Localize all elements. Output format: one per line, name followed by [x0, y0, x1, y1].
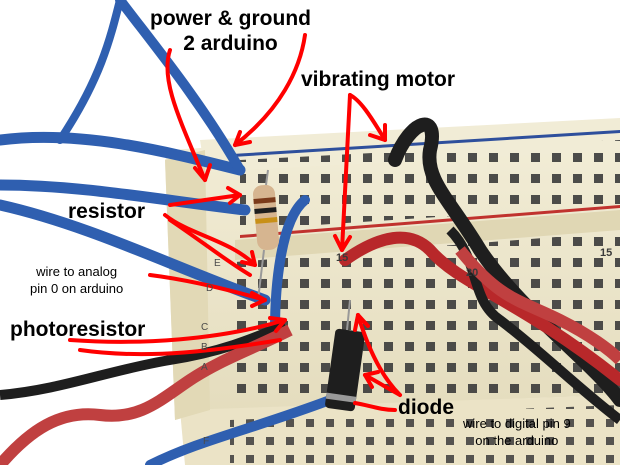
resistor — [253, 169, 280, 301]
annotation-arrows — [68, 33, 402, 412]
power-ground-line1: power & ground — [150, 7, 311, 30]
row-label-c: C — [201, 322, 209, 333]
column-label-15-left: 15 — [336, 252, 349, 264]
row-label-b: B — [201, 342, 208, 353]
vibrating-motor-label: vibrating motor — [301, 68, 456, 91]
digital-wire-line2: on the arduino — [475, 433, 559, 448]
analog-wire-label: wire to analog pin 0 on arduino — [30, 263, 123, 297]
row-label-d: D — [206, 283, 214, 294]
digital-wire-label: wire to digital pin 9 on the arduino — [463, 415, 571, 449]
photoresistor-label: photoresistor — [10, 318, 146, 341]
row-label-f: F — [203, 436, 210, 447]
power-ground-line2: 2 arduino — [183, 32, 278, 55]
analog-wire-line1: wire to analog — [36, 264, 118, 279]
row-label-e: E — [214, 258, 221, 269]
row-label-a: A — [201, 362, 208, 373]
analog-wire-line2: pin 0 on arduino — [30, 281, 124, 296]
column-label-15-right: 15 — [600, 247, 613, 259]
diode-label: diode — [398, 396, 454, 419]
digital-wire-line1: wire to digital pin 9 — [463, 416, 571, 431]
resistor-label: resistor — [68, 200, 146, 223]
column-label-20: 20 — [466, 267, 479, 279]
power-ground-label: power & ground 2 arduino — [150, 6, 311, 56]
diode — [325, 299, 365, 412]
power-rail-red — [240, 205, 620, 238]
